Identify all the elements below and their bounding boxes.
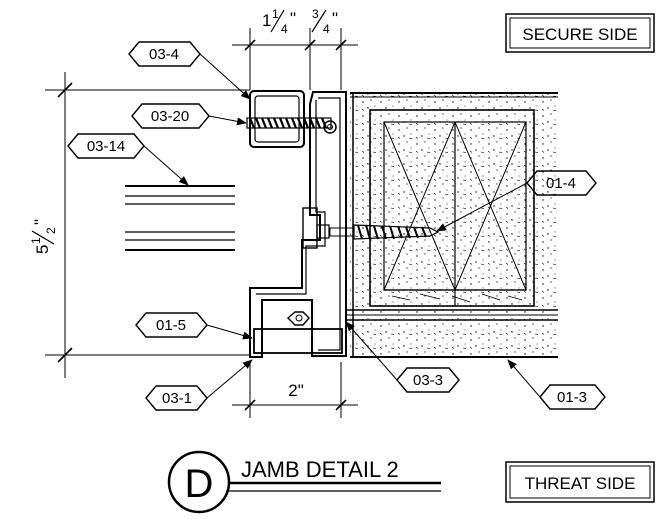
svg-text:3: 3 [312, 7, 319, 21]
svg-text:03-14: 03-14 [87, 138, 125, 155]
secure-side-label: SECURE SIDE [505, 13, 655, 53]
detail-title-text: JAMB DETAIL 2 [241, 457, 399, 482]
detail-letter: D [185, 462, 214, 506]
tag-03-3: 03-3 [345, 321, 460, 393]
svg-text:4: 4 [281, 22, 288, 36]
dim-2: 2" [288, 381, 304, 400]
svg-text:5: 5 [33, 245, 52, 254]
svg-text:03-4: 03-4 [149, 46, 179, 63]
detail-title: D JAMB DETAIL 2 [167, 450, 441, 514]
dim-5-1-2: 5 1 2 " [29, 219, 58, 254]
svg-text:03-1: 03-1 [162, 390, 192, 407]
tag-01-3: 01-3 [507, 359, 606, 410]
tag-01-4: 01-4 [436, 170, 597, 232]
tag-01-5: 01-5 [135, 312, 253, 340]
svg-text:1: 1 [272, 7, 279, 21]
tag-03-1: 03-1 [145, 359, 253, 411]
dim-3-4: 3 4 " [311, 7, 338, 36]
threat-side-text: THREAT SIDE [525, 474, 636, 493]
top-dimension: 1 1 4 " 3 4 " [232, 7, 358, 90]
svg-text:03-20: 03-20 [151, 108, 189, 125]
secure-side-text: SECURE SIDE [522, 25, 637, 44]
tag-03-20: 03-20 [131, 103, 247, 129]
tag-03-4: 03-4 [128, 41, 251, 100]
svg-text:1: 1 [262, 11, 271, 30]
tag-03-14: 03-14 [67, 133, 189, 186]
threat-side-label: THREAT SIDE [505, 461, 655, 503]
anchor-bolt-top [246, 117, 332, 129]
svg-text:": " [332, 9, 338, 28]
wall-assembly [345, 92, 558, 358]
svg-text:4: 4 [323, 22, 330, 36]
dim-1-1-4: 1 1 4 " [262, 7, 296, 36]
bottom-dimension: 2" [232, 362, 358, 418]
svg-text:03-3: 03-3 [413, 372, 443, 389]
svg-text:01-3: 01-3 [557, 389, 587, 406]
svg-text:1: 1 [29, 237, 43, 244]
anchor-bolt-wall [329, 224, 440, 240]
door-leaf [125, 185, 235, 251]
height-dimension: 5 1 2 " [29, 72, 250, 378]
svg-text:": " [290, 9, 296, 28]
svg-text:": " [31, 219, 50, 225]
svg-text:01-4: 01-4 [546, 175, 576, 192]
frame-channels [249, 90, 347, 358]
svg-text:2: 2 [44, 227, 58, 234]
svg-text:01-5: 01-5 [156, 317, 186, 334]
